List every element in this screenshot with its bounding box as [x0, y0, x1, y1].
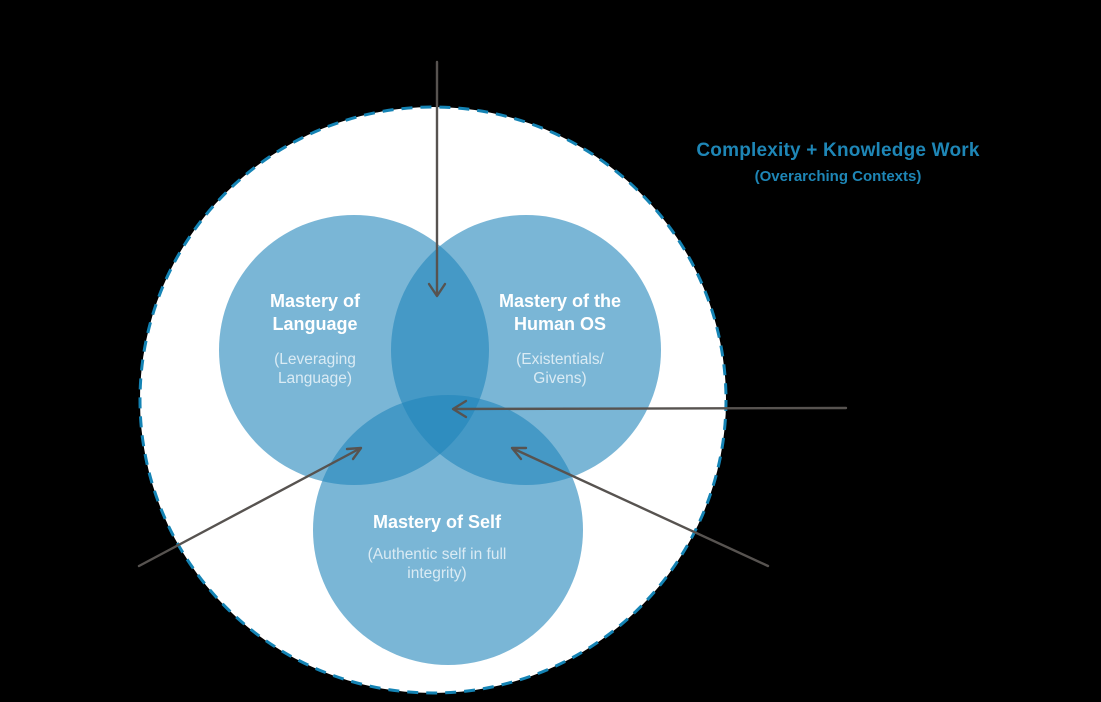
context-arrows [137, 60, 848, 568]
self-set-circle [313, 395, 583, 665]
right-context-arrow [451, 399, 848, 419]
venn-set-circles [219, 215, 661, 665]
top-context-arrow [427, 60, 447, 298]
bottom-right-context-arrow [510, 446, 770, 568]
bottom-left-context-arrow [137, 446, 363, 568]
